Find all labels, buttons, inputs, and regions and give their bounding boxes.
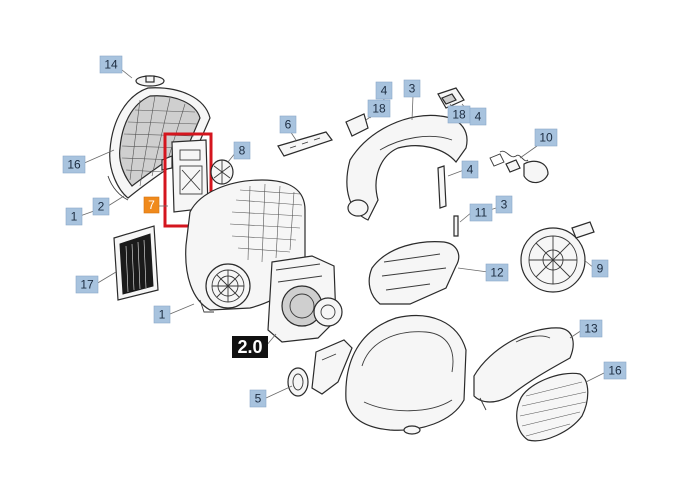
part-fan <box>210 159 234 185</box>
part-lower-body <box>345 314 467 435</box>
callout-4: 4 <box>375 81 393 100</box>
callout-11-text: 11 <box>475 206 488 220</box>
assembly-badge-text: 2.0 <box>237 337 262 357</box>
part-clip-right <box>437 87 465 109</box>
callout-18b-text: 18 <box>452 108 466 122</box>
part-hose-connector <box>287 339 353 397</box>
callout-18b: 18 <box>447 105 471 124</box>
part-cable-reel <box>520 221 595 293</box>
callout-18: 18 <box>367 99 391 118</box>
part-screw <box>453 215 459 237</box>
callout-14-text: 14 <box>104 58 118 72</box>
callout-8-text: 8 <box>239 144 246 158</box>
callout-16-text: 16 <box>67 158 81 172</box>
part-handle-frame <box>346 114 468 221</box>
callout-5: 5 <box>249 389 267 408</box>
callout-4b: 4 <box>469 107 487 126</box>
callout-1b: 1 <box>153 305 171 324</box>
callout-4c: 4 <box>461 160 479 179</box>
callout-12: 12 <box>485 263 509 282</box>
callout-1: 1 <box>65 207 83 226</box>
part-top-cover <box>473 327 574 411</box>
callout-6-text: 6 <box>285 118 292 132</box>
callout-2: 2 <box>92 197 110 216</box>
callout-10-text: 10 <box>539 131 553 145</box>
callout-4b-text: 4 <box>475 110 482 124</box>
part-clip-left <box>345 113 369 137</box>
part-cord-rod <box>437 165 447 209</box>
part-filter-pad <box>113 225 159 301</box>
callout-12-text: 12 <box>490 266 504 280</box>
part-knob <box>135 75 165 87</box>
callout-4-text: 4 <box>381 84 388 98</box>
callout-7-highlighted: 7 <box>143 196 160 214</box>
part-side-grille <box>516 372 589 442</box>
callout-13: 13 <box>579 319 603 338</box>
callout-6: 6 <box>279 115 297 134</box>
callout-13-text: 13 <box>584 322 598 336</box>
callout-16b-text: 16 <box>608 364 622 378</box>
callout-2-text: 2 <box>98 200 105 214</box>
callout-10: 10 <box>534 128 558 147</box>
callout-3: 3 <box>403 79 421 98</box>
part-motor-unit <box>267 255 343 343</box>
callout-9: 9 <box>591 259 609 278</box>
callout-14: 14 <box>99 55 123 74</box>
callout-3b-text: 3 <box>501 198 508 212</box>
callout-7-text: 7 <box>148 198 155 212</box>
callout-17: 17 <box>75 275 99 294</box>
callout-16: 16 <box>62 155 86 174</box>
part-small-plate <box>277 131 333 157</box>
callout-17-text: 17 <box>80 278 94 292</box>
callout-3-text: 3 <box>409 82 416 96</box>
callout-1-text: 1 <box>71 210 78 224</box>
callout-16b: 16 <box>603 361 627 380</box>
part-rear-grille-cover <box>107 87 211 201</box>
callout-8: 8 <box>233 141 251 160</box>
callout-18-text: 18 <box>372 102 386 116</box>
assembly-badge: 2.0 <box>232 336 268 358</box>
part-filter-frame <box>161 139 209 213</box>
callout-5-text: 5 <box>255 392 262 406</box>
callout-11: 11 <box>469 203 493 222</box>
callout-4c-text: 4 <box>467 163 474 177</box>
part-spring-assembly <box>489 150 549 184</box>
part-upper-chassis <box>368 241 460 305</box>
callout-1b-text: 1 <box>159 308 166 322</box>
callout-3b: 3 <box>495 195 513 214</box>
callout-9-text: 9 <box>597 262 604 276</box>
